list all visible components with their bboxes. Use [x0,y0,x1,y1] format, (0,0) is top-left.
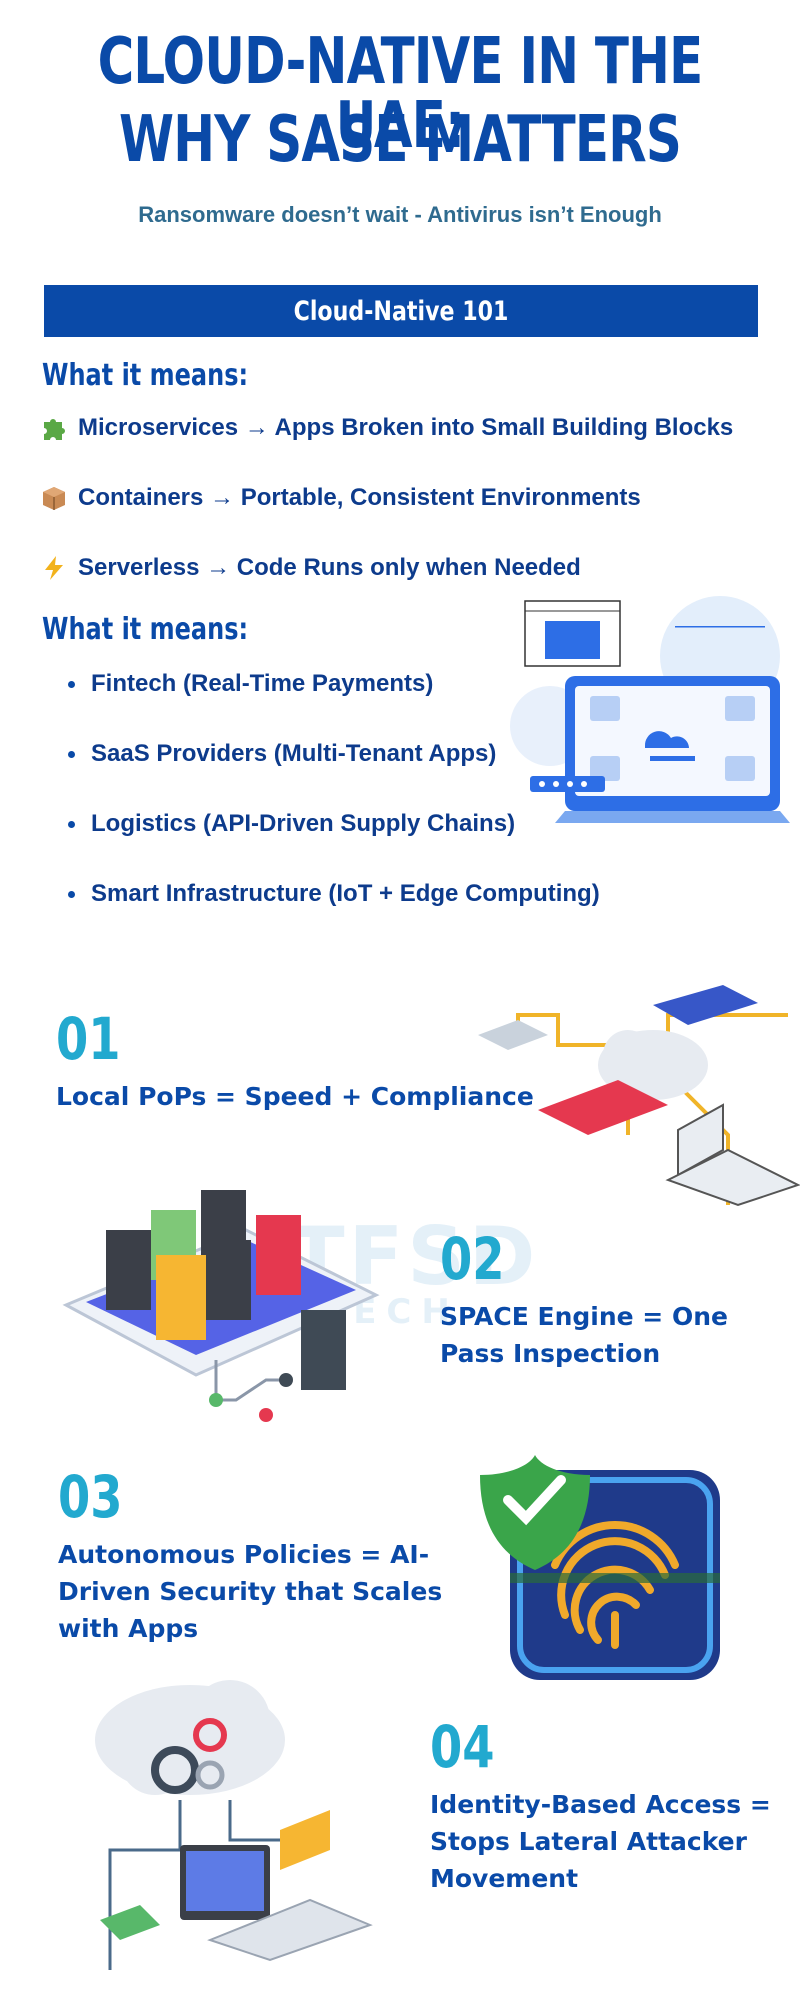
package-box-icon [43,487,65,510]
list-item-text: Containers → Portable, Consistent Enviro… [78,484,641,511]
fingerprint-shield-illustration [480,1455,720,1680]
list-item: Fintech (Real-Time Payments) [68,670,433,698]
feature-caption: Local PoPs = Speed + Compliance [56,1078,534,1115]
feature-caption-line: Autonomous Policies = AI- [58,1540,430,1569]
feature-number: 02 [440,1225,505,1293]
cloud-dashboard-illustration [510,596,790,823]
feature-number: 01 [56,1005,121,1073]
banner-label: Cloud-Native 101 [293,295,509,327]
feature-caption-line: Movement [430,1864,579,1893]
list-item-text: SaaS Providers (Multi-Tenant Apps) [91,740,497,767]
list-item: Microservices → Apps Broken into Small B… [40,414,733,442]
page-title-line1: CLOUD-NATIVE IN THE UAE: [97,25,704,163]
feature-caption-line: Stops Lateral Attacker [430,1827,747,1856]
list-item: Smart Infrastructure (IoT + Edge Computi… [68,880,600,908]
feature-caption-line: Driven Security that Scales [58,1577,443,1606]
list-item: Logistics (API-Driven Supply Chains) [68,810,515,838]
feature-number: 04 [430,1713,495,1781]
bullet-dot [68,680,75,688]
puzzle-piece-icon [44,419,65,440]
bullet-dot [68,820,75,828]
server-rack-illustration [62,1190,380,1422]
list-item-text: Serverless → Code Runs only when Needed [78,554,581,581]
feature-caption-line: with Apps [58,1614,199,1643]
list-item: Containers → Portable, Consistent Enviro… [40,484,641,512]
feature-caption: SPACE Engine = One Pass Inspection [440,1298,728,1372]
list-item: Serverless → Code Runs only when Needed [40,554,581,582]
page-subtitle: Ransomware doesn’t wait - Antivirus isn’… [138,202,662,227]
cloud-gears-devices-illustration [95,1680,373,1970]
feature-caption-line: Pass Inspection [440,1339,661,1368]
section1-heading: What it means: [42,358,249,393]
list-item-text: Fintech (Real-Time Payments) [91,670,434,697]
feature-caption-line: Local PoPs = Speed + Compliance [56,1082,534,1111]
section2-heading: What it means: [42,612,249,647]
lightning-bolt-icon [45,556,63,580]
feature-caption-line: SPACE Engine = One [440,1302,728,1331]
network-devices-illustration [478,985,800,1207]
feature-number: 03 [58,1463,123,1531]
feature-caption: Autonomous Policies = AI- Driven Securit… [58,1536,442,1647]
feature-caption: Identity-Based Access = Stops Lateral At… [430,1786,771,1897]
page-title-line2: WHY SASE MATTERS [118,103,682,177]
bullet-dot [68,750,75,758]
list-item-text: Smart Infrastructure (IoT + Edge Computi… [91,880,600,907]
list-item: SaaS Providers (Multi-Tenant Apps) [68,740,496,768]
list-item-text: Microservices → Apps Broken into Small B… [78,414,734,441]
list-item-text: Logistics (API-Driven Supply Chains) [91,810,516,837]
section-banner: Cloud-Native 101 [44,285,758,337]
feature-caption-line: Identity-Based Access = [430,1790,771,1819]
bullet-dot [68,890,75,898]
